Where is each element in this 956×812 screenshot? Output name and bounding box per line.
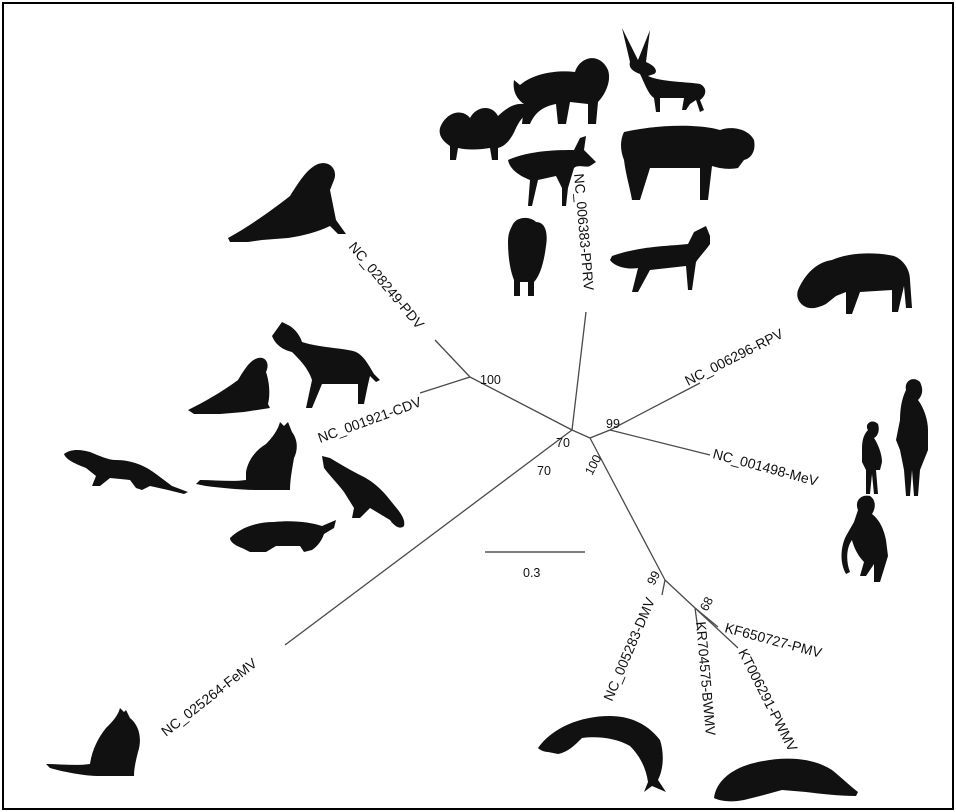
ferret-icon [64,450,188,494]
taxon-label-pprv: NC_006383-PPRV [571,173,597,292]
branch-cdv [420,377,470,393]
branch-rpv [610,383,700,430]
human-adult-icon [896,379,928,496]
host-silhouettes [46,28,928,801]
goat-icon [610,226,710,292]
taxon-label-dmv: NC_005283-DMV [600,595,658,704]
lion-icon [514,58,609,124]
branch-dmv [662,580,665,595]
branch-pdv [435,340,470,377]
bootstrap-pprv: 70 [556,436,570,450]
bootstrap-femv: 70 [537,464,551,478]
branch-mev [610,430,710,455]
whale-icon [714,759,858,802]
gazelle-icon [622,28,705,112]
seal-icon [188,358,270,414]
cow-icon [797,253,912,314]
taxon-label-pdv: NC_028249-PDV [346,239,428,333]
dog-icon [272,322,380,408]
taxon-label-cdv: NC_001921-CDV [316,393,424,446]
fox-icon [322,456,404,528]
human-child-icon [862,422,882,494]
branch-rpv-mev-stem [590,430,610,438]
monkey-icon [842,496,889,582]
big-cat-icon [230,520,336,552]
taxon-label-femv: NC_025264-FeMV [158,654,260,739]
cat-icon [46,708,140,776]
branch-internal [572,430,590,438]
taxon-label-pwmv: KT006291-PWMV [735,646,801,754]
taxon-label-mev: NC_001498-MeV [711,445,820,489]
cat-icon [196,422,297,490]
bootstrap-pmv: 68 [697,595,716,614]
taxon-label-rpv: NC_006296-RPV [682,325,786,389]
bootstrap-cetacean-root: 100 [582,452,604,477]
scale-bar: 0.3 [485,552,585,580]
bootstrap-values: 100 70 70 99 100 99 68 [480,373,716,613]
seal-icon [228,163,346,242]
branch-cetacean-inner [665,580,695,608]
bootstrap-rpv-mev: 99 [606,417,620,431]
branch-pprv [572,312,586,430]
scale-bar-label: 0.3 [523,566,540,580]
sheep-icon [508,218,547,296]
buffalo-icon [621,126,755,200]
camel-icon [440,104,532,160]
bootstrap-pdv-cdv: 100 [480,373,501,387]
dolphin-icon [538,716,666,792]
taxon-label-bwmv: KR704575-BWMV [693,621,719,737]
